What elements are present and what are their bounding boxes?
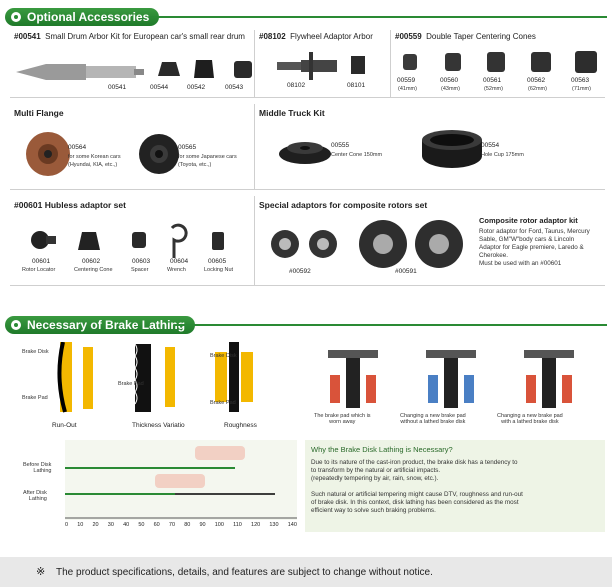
part-desc: Hole Cup 175mm bbox=[481, 152, 524, 158]
cone-size: (71mm) bbox=[572, 86, 591, 92]
why-title: Why the Brake Disk Lathing is Necessary? bbox=[311, 445, 453, 454]
part-code: 00604 bbox=[170, 258, 189, 265]
part-name: Locking Nut bbox=[204, 267, 234, 273]
brake-lathing-header: Necessary of Brake Lathing bbox=[5, 316, 196, 334]
cone-size: (43mm) bbox=[441, 86, 460, 92]
center-cone-image bbox=[279, 142, 331, 164]
hole-cup-image bbox=[422, 130, 482, 168]
diagram-caption: Thickness Variatio bbox=[132, 422, 185, 429]
why-paragraph-2: Such natural or artificial tempering mig… bbox=[311, 491, 523, 514]
part-desc: for some Korean cars bbox=[68, 154, 121, 160]
composite-adaptor-image bbox=[271, 220, 463, 268]
cone-parts bbox=[403, 51, 597, 73]
panel-hubless-adaptor: #00601 Hubless adaptor set 00601 Rotor L… bbox=[10, 196, 255, 286]
part-code: 00601 bbox=[32, 258, 51, 265]
panel-title: Middle Truck Kit bbox=[259, 108, 325, 118]
kit-title: Composite rotor adaptor kit bbox=[479, 216, 578, 225]
part-code: 00543 bbox=[225, 84, 244, 91]
disc-label: Brake Disk bbox=[22, 349, 49, 355]
part-name: Centering Cone bbox=[74, 267, 113, 273]
cone-code: 00561 bbox=[483, 77, 502, 84]
pad-label: Brake Pad bbox=[22, 395, 48, 401]
part-desc: (Toyota, etc.,) bbox=[178, 162, 212, 168]
flange-korean-image bbox=[26, 132, 70, 176]
part-desc: (Hyundai, KIA, etc.,) bbox=[68, 162, 118, 168]
part-code: 00544 bbox=[150, 84, 169, 91]
footer-text: The product specifications, details, and… bbox=[56, 567, 433, 578]
part-name: Wrench bbox=[167, 267, 186, 273]
note-mark-icon: ※ bbox=[36, 566, 46, 578]
panel-title: Multi Flange bbox=[14, 108, 64, 118]
drum-arbor-parts bbox=[16, 60, 252, 80]
part-desc: for some Japanese cars bbox=[178, 154, 237, 160]
part-name: Spacer bbox=[131, 267, 149, 273]
bullet-icon bbox=[11, 320, 21, 330]
diagram-caption: Run-Out bbox=[52, 422, 77, 429]
part-code: 00541 bbox=[108, 84, 127, 91]
part-code: 00605 bbox=[208, 258, 227, 265]
optional-accessories-title: Optional Accessories bbox=[27, 10, 150, 24]
header-rule bbox=[175, 324, 607, 326]
cone-code: 00563 bbox=[571, 77, 590, 84]
cone-code: 00559 bbox=[397, 77, 416, 84]
kit-description: Rotor adaptor for Ford, Taurus, Mercury … bbox=[479, 228, 590, 267]
bullet-icon bbox=[11, 12, 21, 22]
panel-title: Special adaptors for composite rotors se… bbox=[259, 200, 428, 210]
optional-accessories-header: Optional Accessories bbox=[5, 8, 160, 26]
why-paragraph-1: Due to its nature of the cast-iron produ… bbox=[311, 459, 518, 482]
disc-label: Brake Disk bbox=[210, 353, 237, 359]
part-code: 00602 bbox=[82, 258, 101, 265]
panel-title: #00541 Small Drum Arbor Kit for European… bbox=[14, 32, 245, 41]
part-code: 00565 bbox=[178, 144, 197, 151]
footer-note: ※ The product specifications, details, a… bbox=[0, 557, 612, 587]
panel-title: #08102 Flywheel Adaptor Arbor bbox=[259, 32, 373, 41]
why-lathing-box: Why the Brake Disk Lathing is Necessary?… bbox=[305, 440, 605, 532]
cone-size: (41mm) bbox=[398, 86, 417, 92]
flange-japanese-image bbox=[139, 134, 179, 174]
part-code: 00554 bbox=[481, 142, 500, 149]
hubless-parts bbox=[31, 223, 224, 258]
pad-label: Brake Pad bbox=[118, 381, 144, 387]
part-code: 08101 bbox=[347, 82, 366, 89]
panel-title: #00601 Hubless adaptor set bbox=[14, 200, 126, 210]
panel-title: #00559 Double Taper Centering Cones bbox=[395, 32, 536, 41]
pad-wear-diagrams bbox=[328, 350, 574, 408]
panel-flywheel-adaptor: #08102 Flywheel Adaptor Arbor 08102 0810… bbox=[255, 30, 391, 98]
part-code: 00542 bbox=[187, 84, 206, 91]
cone-code: 00562 bbox=[527, 77, 546, 84]
part-desc: Center Cone 150mm bbox=[331, 152, 383, 158]
panel-middle-truck-kit: Middle Truck Kit 00555 Center Cone 150mm… bbox=[255, 104, 605, 190]
diagram-caption: Roughness bbox=[224, 422, 257, 429]
timeline-chart bbox=[65, 440, 297, 520]
panel-composite-rotors: Special adaptors for composite rotors se… bbox=[255, 196, 605, 286]
flywheel-arbor-parts bbox=[277, 52, 365, 80]
part-code: 00564 bbox=[68, 144, 87, 151]
part-code: 00555 bbox=[331, 142, 350, 149]
part-code: #00592 bbox=[289, 268, 311, 275]
brake-lathing-title: Necessary of Brake Lathing bbox=[27, 318, 186, 332]
cone-code: 00560 bbox=[440, 77, 459, 84]
disk-problem-diagrams bbox=[57, 342, 253, 413]
panel-multi-flange: Multi Flange 00564 for some Korean cars … bbox=[10, 104, 255, 190]
part-code: #00591 bbox=[395, 268, 417, 275]
part-name: Rotor Locator bbox=[22, 267, 56, 273]
part-code: 08102 bbox=[287, 82, 306, 89]
cone-size: (62mm) bbox=[528, 86, 547, 92]
header-rule bbox=[150, 16, 607, 18]
cone-size: (52mm) bbox=[484, 86, 503, 92]
panel-taper-cones: #00559 Double Taper Centering Cones 0055… bbox=[391, 30, 605, 98]
pad-label: Brake Pad bbox=[210, 400, 236, 406]
panel-small-drum-arbor: #00541 Small Drum Arbor Kit for European… bbox=[10, 30, 255, 98]
part-code: 00603 bbox=[132, 258, 151, 265]
